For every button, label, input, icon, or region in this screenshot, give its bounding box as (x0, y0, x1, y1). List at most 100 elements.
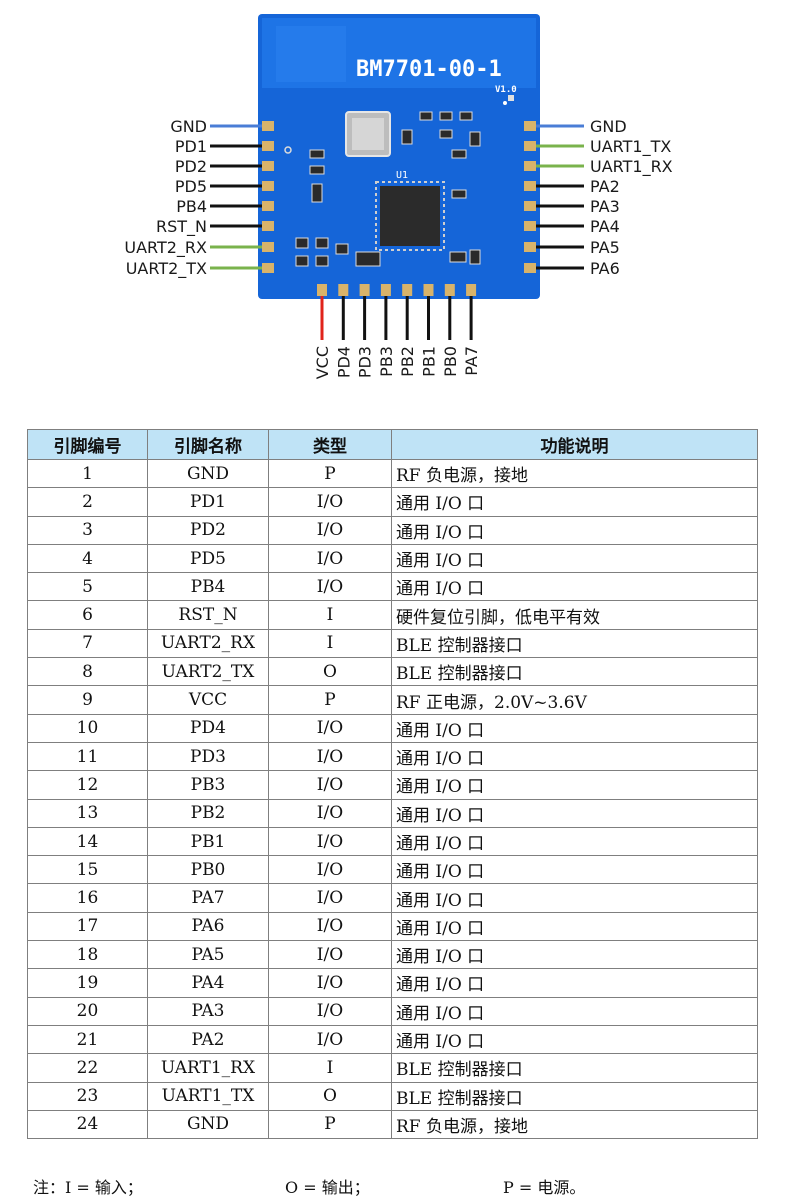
cell-pin-type: I/O (268, 968, 392, 998)
cell-pin-name: PA6 (147, 911, 269, 942)
cell-pin-number: 9 (27, 685, 148, 715)
cell-function: 通用 I/O 口 (391, 940, 758, 970)
cell-function: 通用 I/O 口 (391, 515, 758, 545)
cell-function: BLE 控制器接口 (391, 1053, 758, 1083)
cell-pin-number: 17 (27, 911, 148, 942)
cell-pin-number: 14 (27, 826, 148, 857)
note-power: P = 电源。 (503, 1178, 586, 1197)
cell-pin-type: P (268, 685, 392, 715)
right-pin-label: UART1_TX (590, 137, 671, 157)
cell-pin-number: 24 (27, 1109, 148, 1140)
cell-pin-number: 1 (27, 458, 148, 489)
bottom-pin-label: PD4 (334, 346, 353, 378)
pin-pad (359, 284, 370, 296)
cell-pin-name: PA5 (147, 940, 269, 970)
right-pin-label: PA5 (590, 238, 620, 257)
cell-pin-type: I/O (268, 487, 392, 517)
pin-pad (262, 161, 274, 171)
cell-pin-number: 4 (27, 543, 148, 574)
pin-pad (524, 263, 536, 273)
cell-pin-type: I (268, 600, 392, 630)
cell-pin-type: I/O (268, 515, 392, 545)
cell-pin-number: 16 (27, 883, 148, 913)
cell-pin-number: 21 (27, 1024, 148, 1055)
pin-pad (444, 284, 455, 296)
header-pin-type: 类型 (268, 429, 392, 460)
cell-function: RF 负电源，接地 (391, 1109, 758, 1140)
cell-function: 通用 I/O 口 (391, 770, 758, 800)
module-version: V1.0 (495, 85, 517, 95)
cell-pin-number: 12 (27, 770, 148, 800)
pin-pad (524, 141, 536, 151)
cell-pin-type: P (268, 458, 392, 489)
pin-pad (262, 181, 274, 191)
cell-pin-type: I/O (268, 572, 392, 602)
header-pin-number: 引脚编号 (27, 429, 148, 460)
cell-pin-type: I/O (268, 996, 392, 1026)
pin-pad (262, 263, 274, 273)
cell-pin-type: I/O (268, 826, 392, 857)
cell-pin-type: I/O (268, 1024, 392, 1055)
cell-pin-number: 15 (27, 855, 148, 885)
pin-pad (262, 121, 274, 131)
cell-pin-name: PA2 (147, 1024, 269, 1055)
cell-pin-type: O (268, 657, 392, 687)
cell-function: 通用 I/O 口 (391, 572, 758, 602)
right-pin-label: UART1_RX (590, 157, 673, 177)
bottom-pin-label: PA7 (462, 346, 481, 376)
cell-pin-name: VCC (147, 685, 269, 715)
cell-pin-number: 19 (27, 968, 148, 998)
bottom-pin-label: PB2 (398, 346, 417, 377)
cell-pin-number: 8 (27, 657, 148, 687)
cell-pin-number: 23 (27, 1081, 148, 1111)
bottom-pin-label: PB3 (377, 346, 396, 377)
cell-pin-name: PA4 (147, 968, 269, 998)
cell-pin-name: UART1_TX (147, 1081, 269, 1111)
cell-function: 通用 I/O 口 (391, 968, 758, 998)
cell-function: 通用 I/O 口 (391, 543, 758, 574)
cell-pin-type: I/O (268, 770, 392, 800)
cell-pin-name: PB4 (147, 572, 269, 602)
module-pinout-diagram: BM7701-00-1 V1.0 U1 GNDPD1PD2PD5PB4RST_N… (124, 14, 673, 379)
cell-function: 通用 I/O 口 (391, 996, 758, 1026)
cell-pin-type: I/O (268, 855, 392, 885)
cell-pin-number: 20 (27, 996, 148, 1026)
cell-pin-name: PA3 (147, 996, 269, 1026)
cell-function: 通用 I/O 口 (391, 883, 758, 913)
cell-function: 通用 I/O 口 (391, 855, 758, 885)
cell-pin-name: PD2 (147, 515, 269, 545)
cell-function: 通用 I/O 口 (391, 1024, 758, 1055)
cell-pin-type: I/O (268, 543, 392, 574)
cell-pin-number: 2 (27, 487, 148, 517)
pin-pad (317, 284, 327, 296)
cell-pin-name: UART2_RX (147, 628, 269, 659)
cell-function: 通用 I/O 口 (391, 713, 758, 743)
pin-pad (338, 284, 349, 296)
cell-pin-name: PB1 (147, 826, 269, 857)
cell-pin-name: PD5 (147, 543, 269, 574)
cell-function: RF 负电源，接地 (391, 458, 758, 489)
cell-pin-type: I/O (268, 883, 392, 913)
pin-pad (524, 121, 536, 131)
pin-pad (262, 221, 274, 231)
cell-pin-name: PB3 (147, 770, 269, 800)
left-pin-label: PD1 (175, 137, 207, 156)
pin-pad (524, 221, 536, 231)
passive-components (295, 111, 481, 267)
chip-label: U1 (396, 170, 408, 181)
